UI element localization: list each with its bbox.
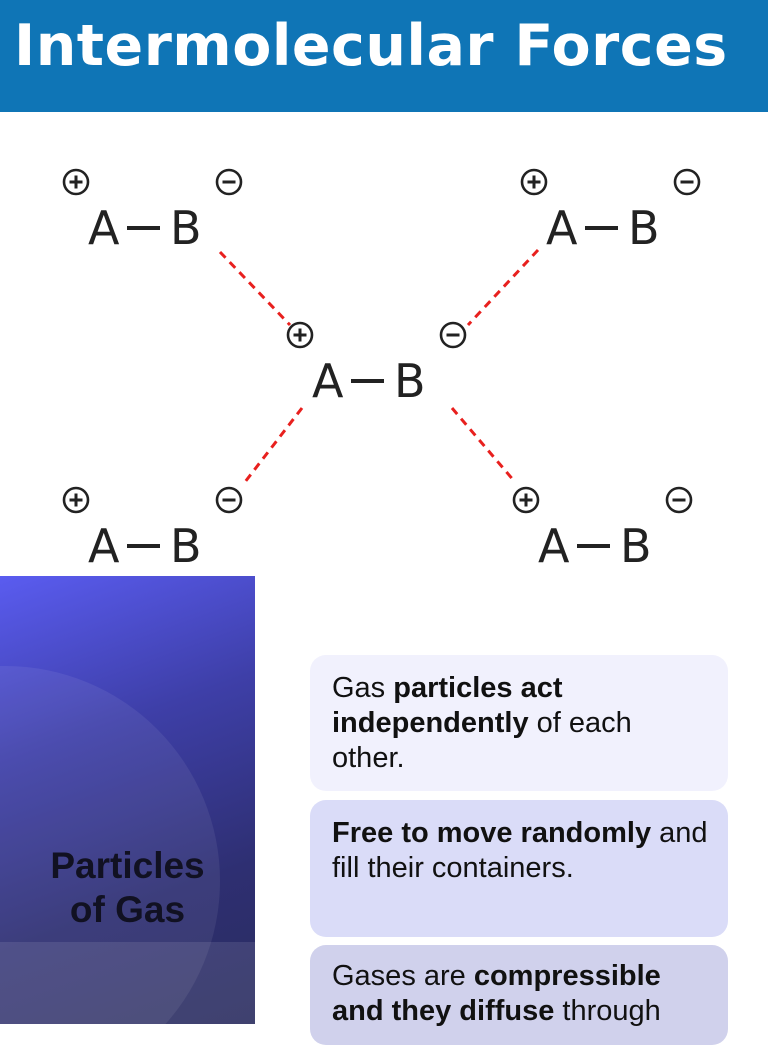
negative-charge-icon: −	[215, 168, 243, 196]
section-title: Particles of Gas	[50, 845, 205, 930]
negative-charge-icon: −	[673, 168, 701, 196]
dipole-attraction-line	[466, 248, 540, 327]
card-text-run: of each other.	[332, 707, 632, 774]
card-text-run: Gases are	[332, 960, 474, 992]
atom-a-label: A	[88, 519, 120, 573]
card-text-3: Gases are compressible and they diffuse …	[332, 960, 661, 1027]
page-title: Intermolecular Forces	[14, 13, 728, 79]
atom-b-label: B	[170, 519, 202, 573]
decorative-band	[0, 942, 255, 1024]
atom-a-label: A	[546, 201, 578, 255]
dipole-attraction-line	[450, 407, 517, 483]
card-text-run: particles act independently	[332, 672, 563, 739]
atom-b-label: B	[628, 201, 660, 255]
title-bar: Intermolecular Forces	[0, 0, 768, 112]
card-text-run: Free to move randomly	[332, 817, 652, 849]
dipole-attraction-line	[243, 407, 304, 483]
info-card-compressible: Gases are compressible and they diffuse …	[310, 945, 728, 1045]
negative-charge-icon: −	[665, 486, 693, 514]
card-text-run: and fill their containers.	[332, 817, 708, 884]
card-text-run: through	[554, 995, 661, 1027]
info-card-random-motion: Free to move randomly and fill their con…	[310, 800, 728, 937]
card-text-run: Gas	[332, 672, 394, 704]
info-card-independent: Gas particles act independently of each …	[310, 655, 728, 791]
dipole-attraction-line	[218, 250, 292, 327]
atom-a-label: A	[312, 354, 344, 408]
section-panel: Particles of Gas	[0, 576, 255, 1024]
atom-b-label: B	[170, 201, 202, 255]
negative-charge-icon: −	[215, 486, 243, 514]
atom-a-label: A	[538, 519, 570, 573]
card-text-2: Free to move randomly and fill their con…	[332, 817, 708, 884]
positive-charge-icon: +	[520, 168, 548, 196]
positive-charge-icon: +	[62, 168, 90, 196]
card-text-1: Gas particles act independently of each …	[332, 672, 632, 774]
positive-charge-icon: +	[286, 321, 314, 349]
atom-b-label: B	[394, 354, 426, 408]
atom-b-label: B	[620, 519, 652, 573]
atom-a-label: A	[88, 201, 120, 255]
negative-charge-icon: −	[439, 321, 467, 349]
positive-charge-icon: +	[512, 486, 540, 514]
card-text-run: compressible and they diffuse	[332, 960, 661, 1027]
positive-charge-icon: +	[62, 486, 90, 514]
